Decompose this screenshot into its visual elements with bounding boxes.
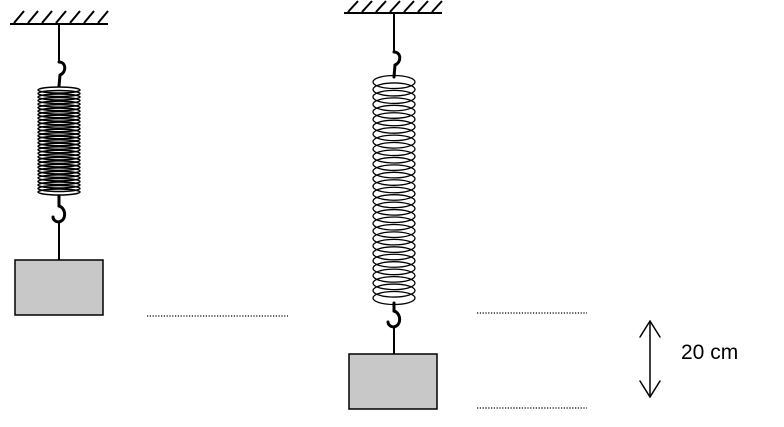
coil-turn [372, 261, 416, 276]
coil-turn [37, 149, 81, 158]
coil-turn [372, 134, 416, 149]
coil-turn [37, 110, 81, 119]
coil-turn [37, 156, 81, 165]
coil-turn [372, 275, 416, 291]
coil-turn [372, 231, 416, 246]
displacement-label: 20 cm [681, 341, 739, 364]
coil-turn [372, 194, 416, 209]
coil-turn [372, 208, 416, 224]
coil-turn [37, 135, 81, 143]
coil-turn [372, 186, 416, 201]
coil-turn [37, 170, 81, 179]
coil-turn [37, 96, 81, 105]
mass-block-right [348, 353, 438, 410]
coil-turn [37, 86, 81, 94]
coil-turn [372, 223, 416, 239]
coil-turn [372, 82, 416, 97]
coil-turn [37, 124, 81, 133]
coil-turn [372, 268, 416, 283]
coil-turn [372, 216, 416, 231]
short-spring-setup [10, 10, 109, 316]
coil-turn [372, 246, 416, 261]
coil-turn [372, 74, 416, 90]
coil-turn [372, 126, 416, 142]
coil-turn [37, 160, 81, 168]
coil-turn [37, 163, 81, 172]
coil-turn [372, 164, 416, 179]
coil-turn [37, 121, 81, 129]
coil-turn [37, 153, 81, 161]
coil-turn [372, 89, 416, 105]
coil-turn [372, 119, 416, 134]
coil-turn [372, 238, 416, 254]
long-spring-setup [344, 0, 443, 410]
coil-turn [372, 283, 416, 298]
coil-turn [372, 104, 416, 119]
coil-turn [37, 128, 81, 136]
ceiling-support-right [344, 0, 443, 14]
coil-turn [37, 139, 81, 147]
coil-turn [37, 131, 81, 140]
coil-turn [372, 97, 416, 112]
coil-turn [372, 201, 416, 216]
coil-turn [37, 93, 81, 101]
coil-turn [37, 167, 81, 175]
coil-turn [372, 141, 416, 157]
bottom-hook-right [386, 301, 402, 329]
coil-turn [37, 100, 81, 108]
coil-turn [372, 156, 416, 172]
bottom-hook-left [51, 194, 67, 224]
coil-turn [372, 253, 416, 268]
coil-turn [37, 181, 81, 189]
ceiling-support-left [10, 10, 109, 25]
top-hook-left [57, 60, 67, 88]
coil-turn [37, 107, 81, 115]
coil-turn [37, 174, 81, 182]
coil-turn [37, 89, 81, 98]
coil-turn [37, 114, 81, 122]
mass-block-left [14, 259, 104, 316]
coil-turn [37, 184, 81, 193]
measurement-arrow [639, 320, 661, 398]
top-hook-right [392, 50, 402, 79]
coil-turn [37, 142, 81, 151]
coil-turn [372, 171, 416, 186]
coil-turn [372, 179, 416, 194]
coil-turn [37, 146, 81, 154]
coil-spring-stretched [372, 74, 416, 306]
coil-turn [372, 149, 416, 164]
coil-turn [372, 112, 416, 127]
coil-turn [37, 103, 81, 112]
coil-turn [37, 177, 81, 186]
coil-turn [37, 117, 81, 126]
coil-spring-compressed [37, 86, 81, 196]
